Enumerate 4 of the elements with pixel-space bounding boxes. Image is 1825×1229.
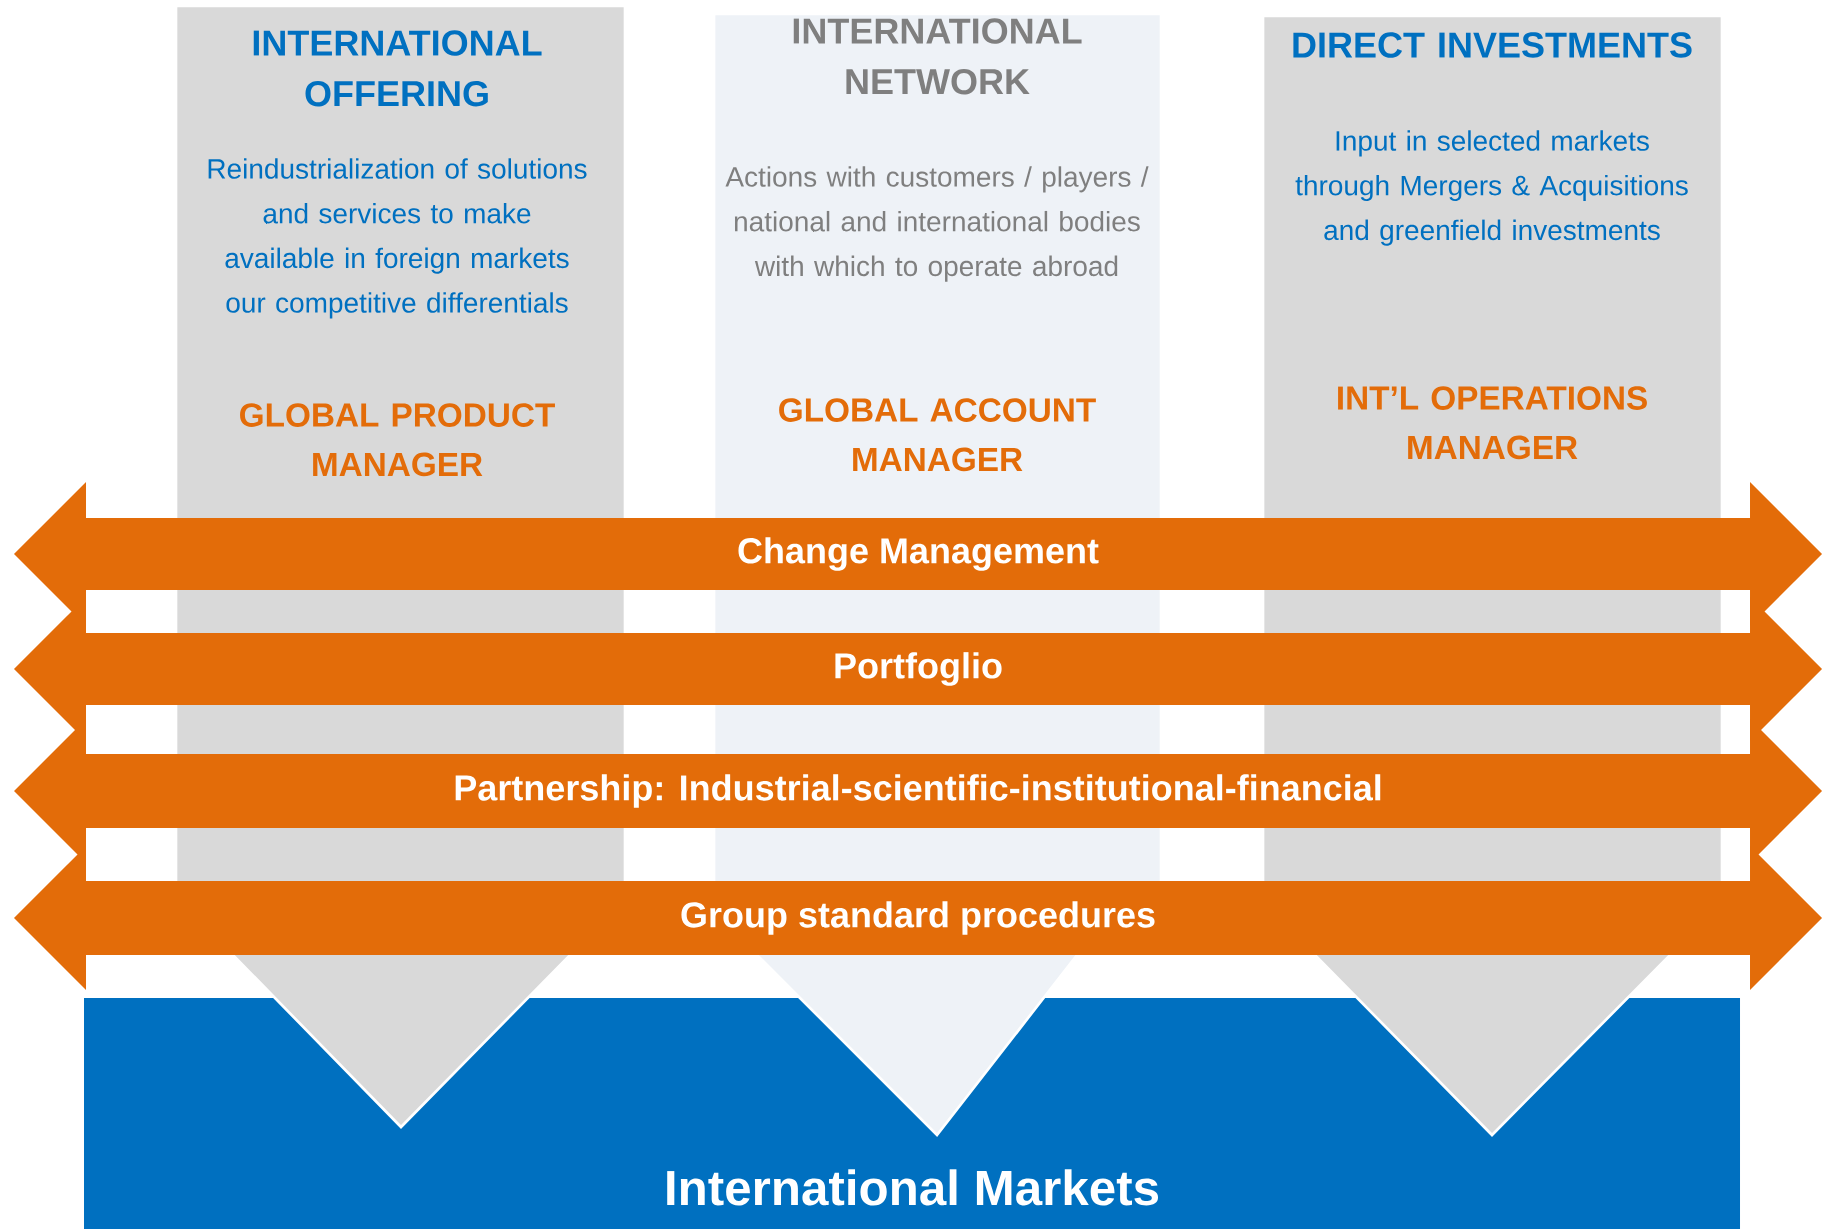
double-arrow-band: Partnership: Industrial-scientific-institutional-financial xyxy=(14,719,1822,863)
double-arrow-band: Portfoglio xyxy=(14,597,1822,741)
double-arrow-band: Group standard procedures xyxy=(14,846,1822,990)
double-arrow-band: Change Management xyxy=(14,482,1822,626)
